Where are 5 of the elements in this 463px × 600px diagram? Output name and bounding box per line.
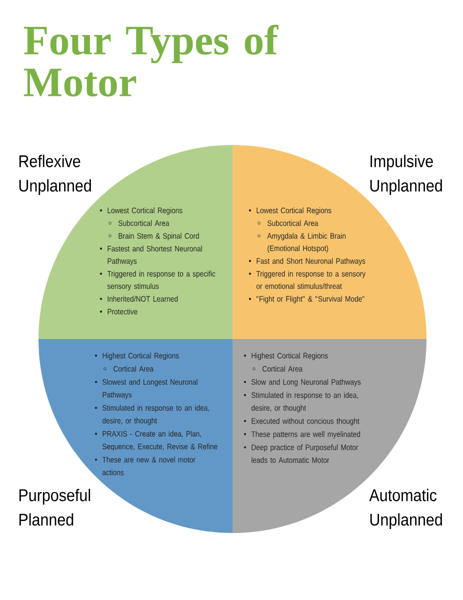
heading: Automatic Unplanned (369, 488, 442, 529)
heading: Purposeful Planned (19, 488, 90, 526)
title: Four Types of Motor (24, 24, 279, 96)
heading: Reflexive Unplanned (19, 154, 91, 195)
heading: Impulsive Unplanned (370, 154, 442, 195)
